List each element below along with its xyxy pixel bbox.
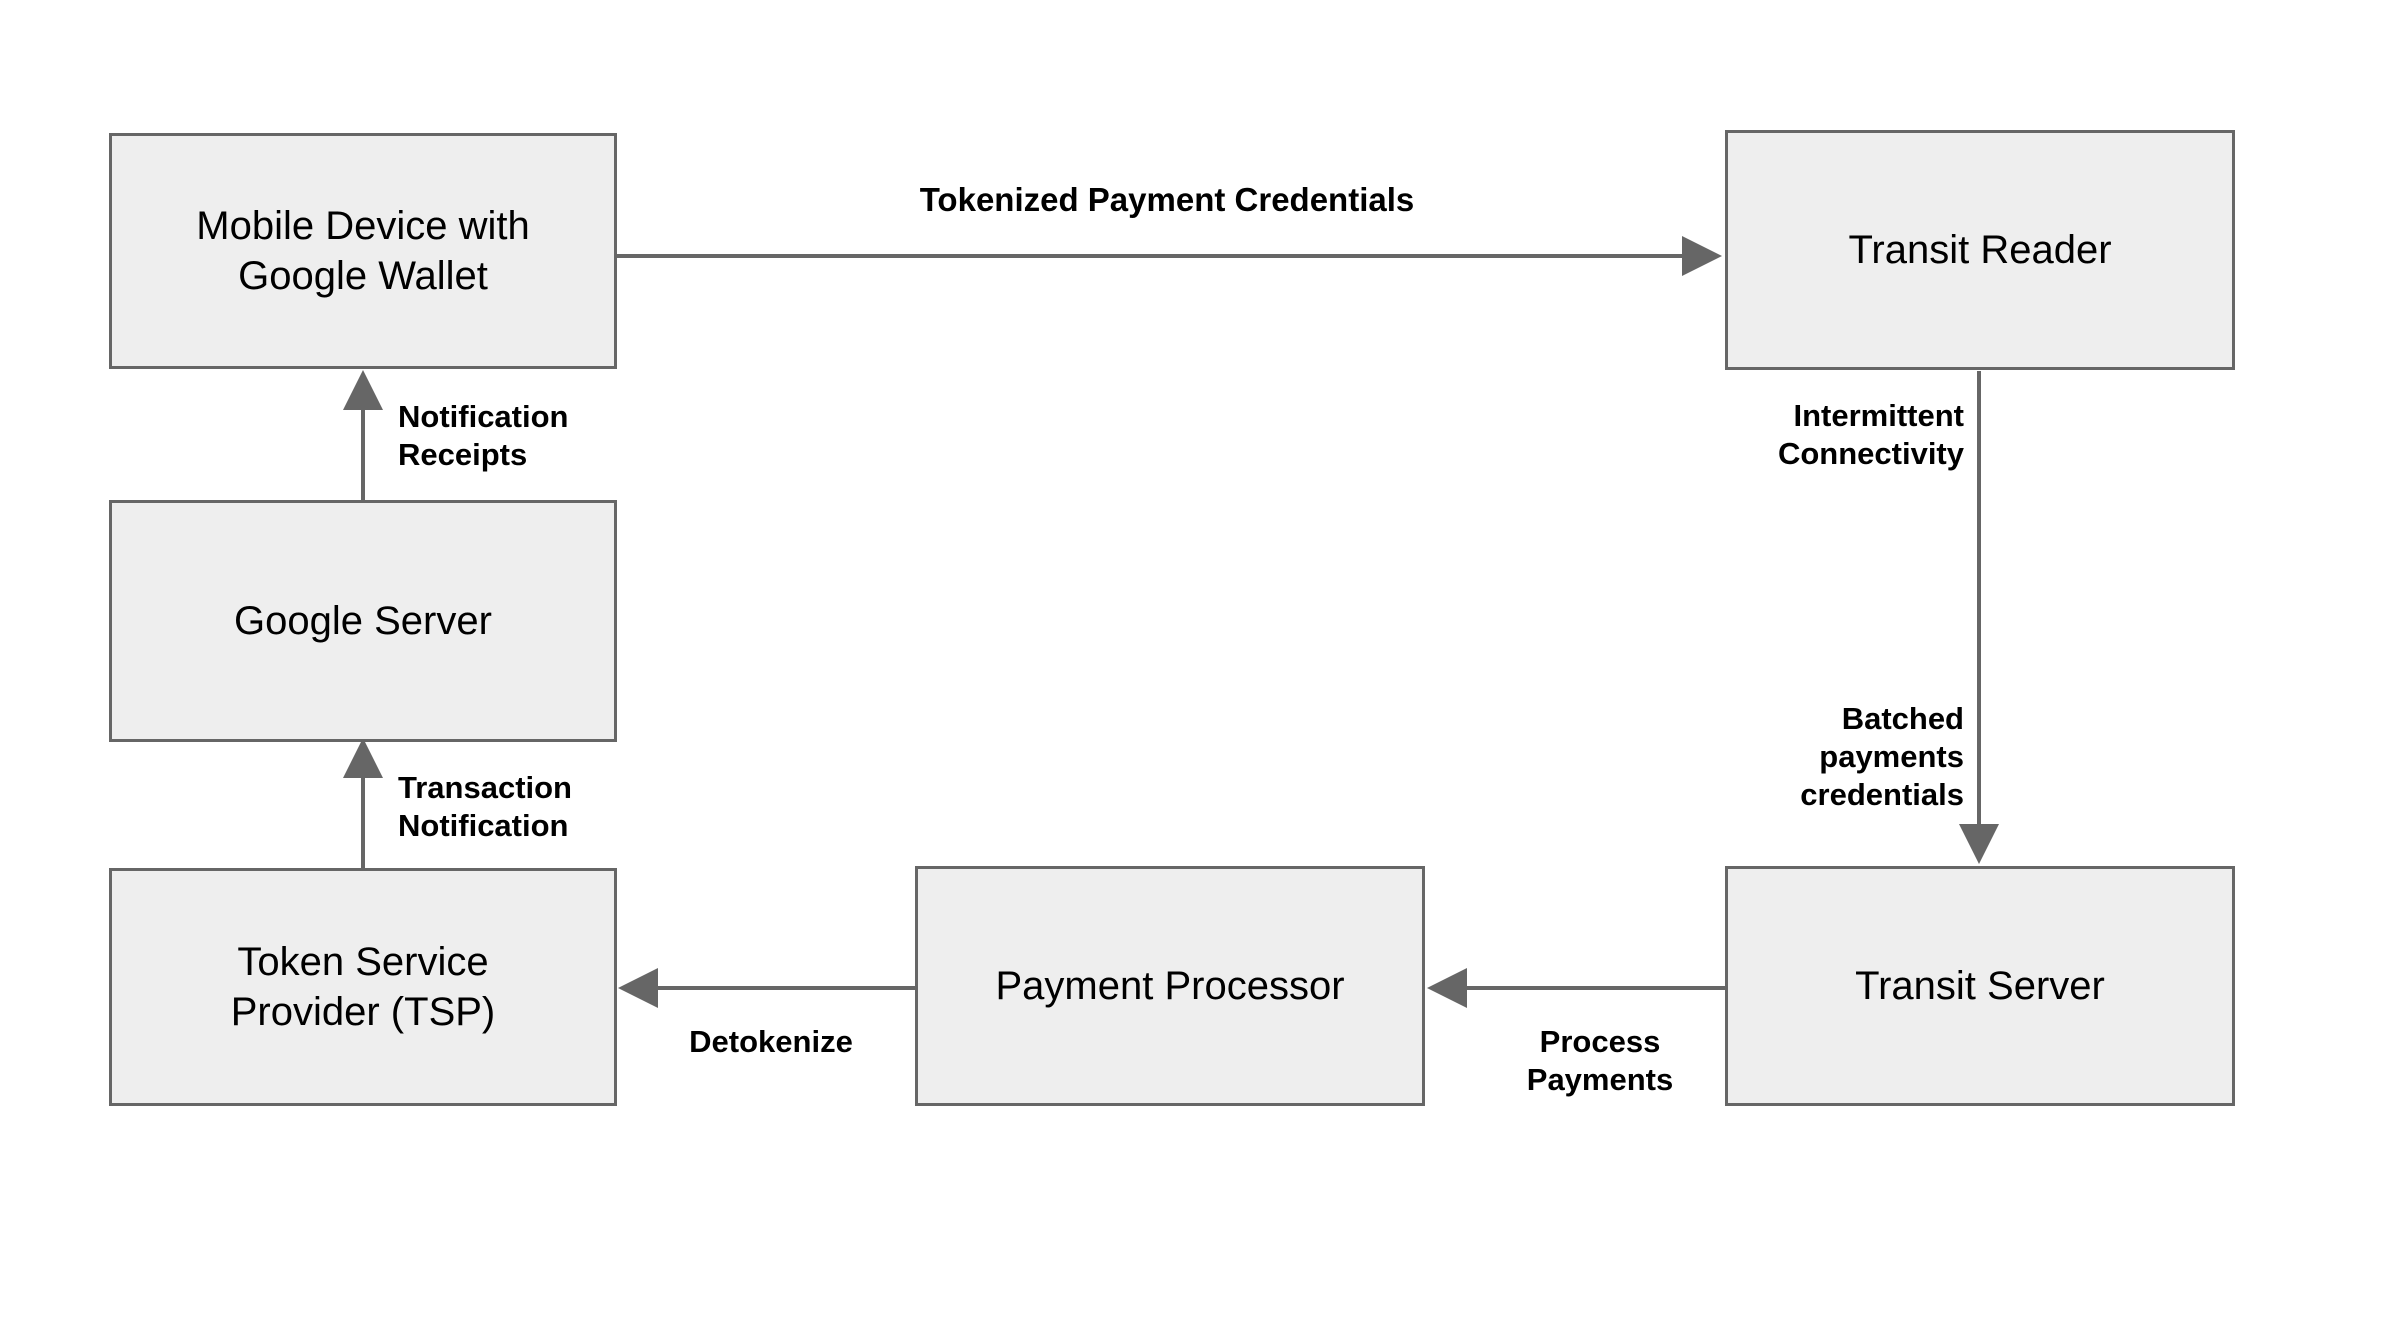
edge-label-process-payments: Process Payments bbox=[1526, 1024, 1674, 1097]
node-mobile-device-with-google-wallet[interactable]: Mobile Device with Google Wallet bbox=[109, 133, 617, 369]
edge-label-intermittent-connectivity: Intermittent Connectivity bbox=[1777, 398, 1964, 471]
edge-label-transaction-notification: Transaction Notification bbox=[398, 770, 572, 843]
edge-label-notification-receipts: Notification Receipts bbox=[398, 399, 569, 472]
node-transit-server[interactable]: Transit Server bbox=[1725, 866, 2235, 1106]
edge-label-batched-payments-credentials: Batched payments credentials bbox=[1800, 701, 1964, 812]
node-google-server[interactable]: Google Server bbox=[109, 500, 617, 742]
node-payment-processor[interactable]: Payment Processor bbox=[915, 866, 1425, 1106]
node-transit-reader[interactable]: Transit Reader bbox=[1725, 130, 2235, 370]
edge-label-detokenize: Detokenize bbox=[689, 1024, 853, 1059]
node-token-service-provider[interactable]: Token Service Provider (TSP) bbox=[109, 868, 617, 1106]
edge-label-tokenized-payment-credentials: Tokenized Payment Credentials bbox=[919, 181, 1415, 218]
